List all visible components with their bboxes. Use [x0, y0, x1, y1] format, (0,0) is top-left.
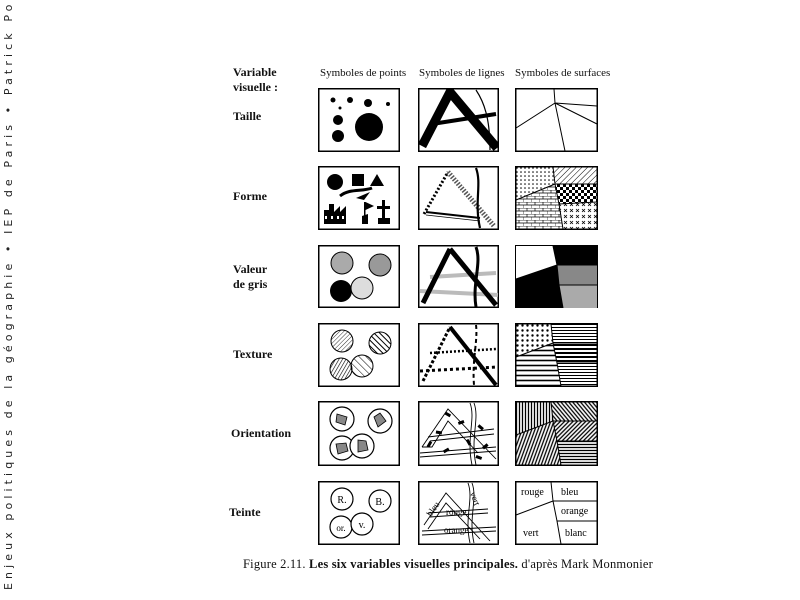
teinte-surface-label-vert: vert [523, 528, 539, 539]
header-variable-line1: Variable [233, 65, 277, 79]
caption-figure-number: Figure 2.11. [243, 557, 306, 571]
forme-points-cell [318, 166, 400, 230]
teinte-surfaces-cell: rouge bleu orange vert blanc [515, 481, 598, 545]
teinte-surface-label-rouge: rouge [521, 487, 544, 498]
header-points: Symboles de points [320, 67, 407, 79]
row-label-forme: Forme [233, 189, 267, 203]
taille-points-cell [318, 88, 400, 152]
teinte-points-cell: R. B. or. v. [318, 481, 400, 545]
texture-points-cell [318, 323, 400, 387]
texture-surfaces-cell [515, 323, 598, 387]
caption-credit: d'après Mark Monmonier [521, 557, 654, 571]
taille-surfaces-cell [515, 88, 598, 152]
figure-caption: Figure 2.11. Les six variables visuelles… [243, 557, 653, 572]
teinte-surface-label-bleu: bleu [561, 487, 578, 498]
sidebar-caption: Enjeux politiques de la géographie • IEP… [2, 0, 15, 590]
teinte-point-label-v: v. [359, 520, 366, 531]
caption-title: Les six variables visuelles principales. [309, 557, 519, 571]
header-variable-line2: visuelle : [233, 80, 278, 94]
row-label-valeur-line1: Valeur [233, 262, 268, 276]
teinte-line-label-orange: orange [444, 525, 469, 535]
header-surfaces: Symboles de surfaces [515, 67, 611, 79]
orientation-lines-cell [418, 401, 499, 466]
row-label-texture: Texture [233, 347, 273, 361]
taille-lines-cell [418, 88, 499, 152]
forme-lines-cell [418, 166, 499, 230]
teinte-point-label-b: B. [375, 497, 384, 508]
teinte-point-label-r: R. [337, 495, 346, 506]
teinte-surface-label-orange: orange [561, 506, 589, 517]
valeur-surfaces-cell [515, 245, 598, 308]
row-label-teinte: Teinte [229, 505, 261, 519]
orientation-points-cell [318, 401, 400, 466]
teinte-line-label-rouge: rouge [446, 507, 467, 517]
teinte-lines-cell: bleu vert rouge orange [418, 481, 499, 545]
row-label-orientation: Orientation [231, 426, 291, 440]
row-label-taille: Taille [233, 109, 262, 123]
orientation-surfaces-cell [515, 401, 598, 466]
valeur-lines-cell [418, 245, 499, 308]
teinte-line-label-vert: vert [468, 490, 482, 507]
teinte-surface-label-blanc: blanc [565, 528, 587, 539]
texture-lines-cell [418, 323, 499, 387]
forme-surfaces-cell [515, 166, 598, 230]
valeur-points-cell [318, 245, 400, 308]
teinte-point-label-or: or. [336, 523, 345, 533]
row-label-valeur-line2: de gris [233, 277, 268, 291]
header-lines: Symboles de lignes [419, 67, 505, 79]
